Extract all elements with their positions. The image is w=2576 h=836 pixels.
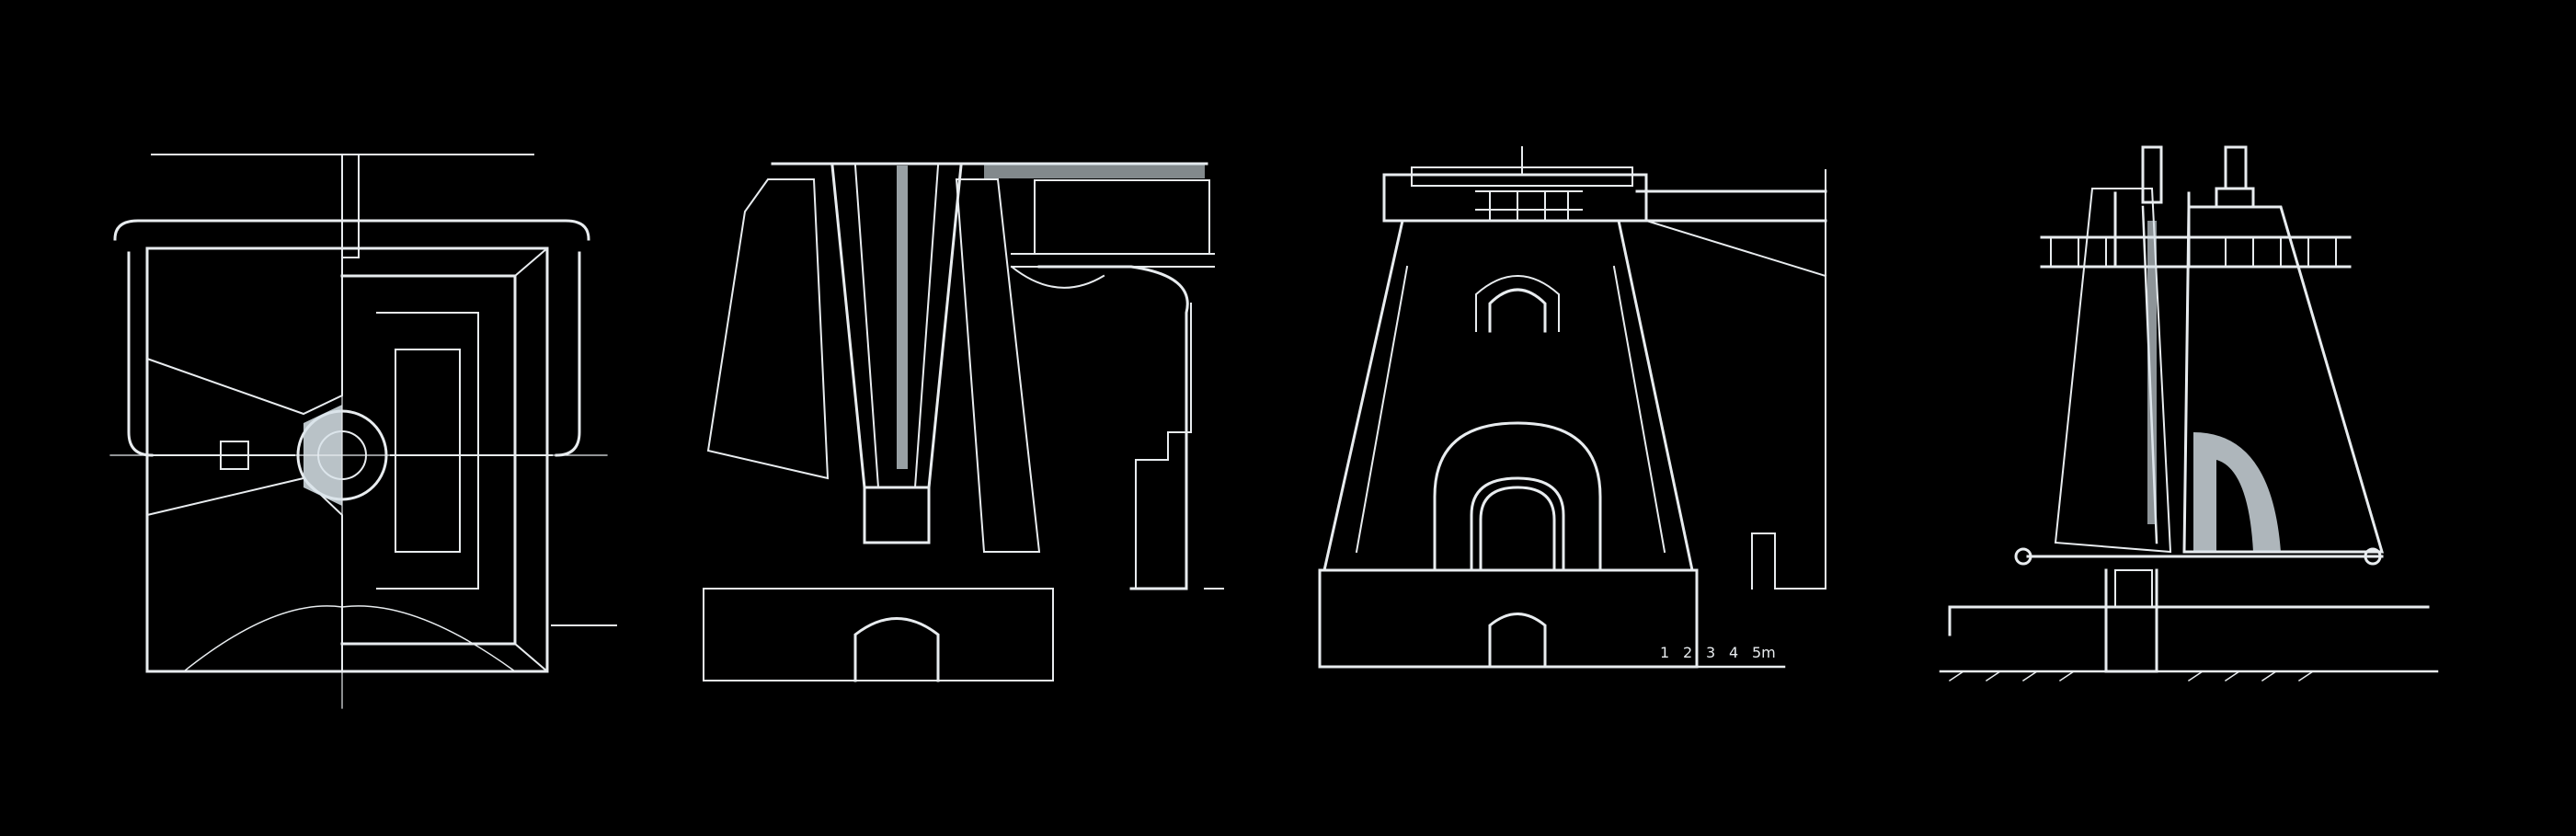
side-elevation — [1939, 145, 2439, 682]
scale-tick-4: 4 — [1729, 644, 1738, 661]
front-elevation: 1 2 3 4 5m — [1318, 146, 1827, 669]
scale-tick-5: 5m — [1752, 644, 1776, 661]
scale-tick-3: 3 — [1706, 644, 1715, 661]
scale-tick-2: 2 — [1683, 644, 1692, 661]
section-view — [703, 162, 1224, 682]
scale-bar: 1 2 3 4 5m — [1635, 644, 1786, 669]
plan-view — [109, 154, 617, 709]
scale-tick-1: 1 — [1660, 644, 1669, 661]
